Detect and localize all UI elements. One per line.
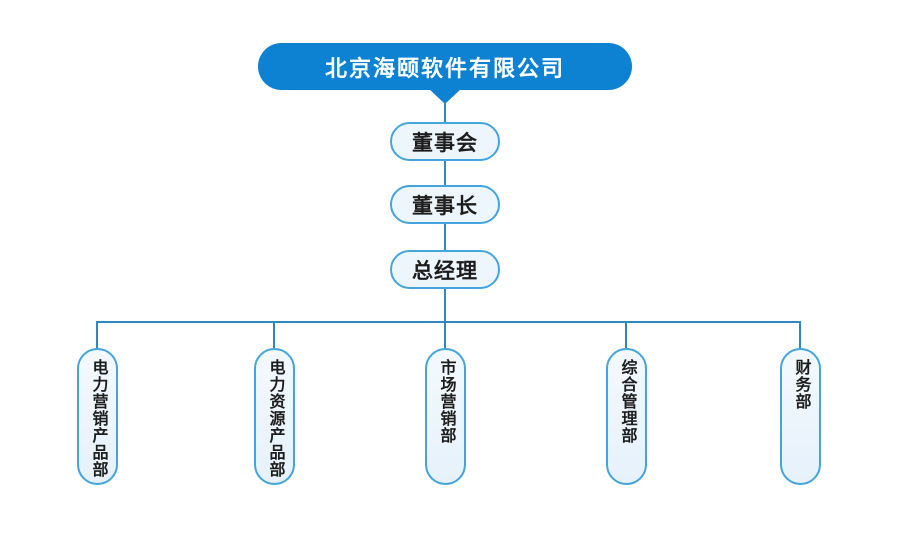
node-dept-marketing: 市场营销部: [425, 348, 466, 485]
drop-dept-4: [625, 321, 627, 348]
node-general-manager: 总经理: [390, 250, 500, 289]
node-dept-power-resource-products: 电力资源产品部: [254, 348, 295, 485]
dept-label: 市场营销部: [437, 359, 455, 444]
node-board: 董事会: [390, 122, 500, 161]
dept-label: 财务部: [792, 359, 810, 410]
drop-dept-1: [96, 321, 98, 348]
general-manager-label: 总经理: [412, 259, 478, 283]
node-dept-power-marketing-products: 电力营销产品部: [77, 348, 118, 485]
dept-label: 电力营销产品部: [89, 359, 107, 478]
connector-gm-branch: [444, 289, 446, 322]
dept-label: 电力资源产品部: [266, 359, 284, 478]
branch-line: [96, 321, 801, 323]
company-label: 北京海颐软件有限公司: [324, 55, 565, 81]
node-dept-finance: 财务部: [780, 348, 821, 485]
drop-dept-5: [799, 321, 801, 348]
chairman-label: 董事长: [412, 194, 478, 218]
node-dept-general-management: 综合管理部: [606, 348, 647, 485]
drop-dept-3: [444, 321, 446, 348]
board-label: 董事会: [412, 131, 478, 155]
connector-chairman-gm: [444, 224, 446, 250]
drop-dept-2: [273, 321, 275, 348]
root-bubble-tail: [428, 88, 462, 104]
connector-root-board: [444, 102, 446, 122]
dept-label: 综合管理部: [618, 359, 636, 444]
node-chairman: 董事长: [390, 185, 500, 224]
node-company: 北京海颐软件有限公司: [258, 43, 632, 90]
connector-board-chairman: [444, 161, 446, 185]
